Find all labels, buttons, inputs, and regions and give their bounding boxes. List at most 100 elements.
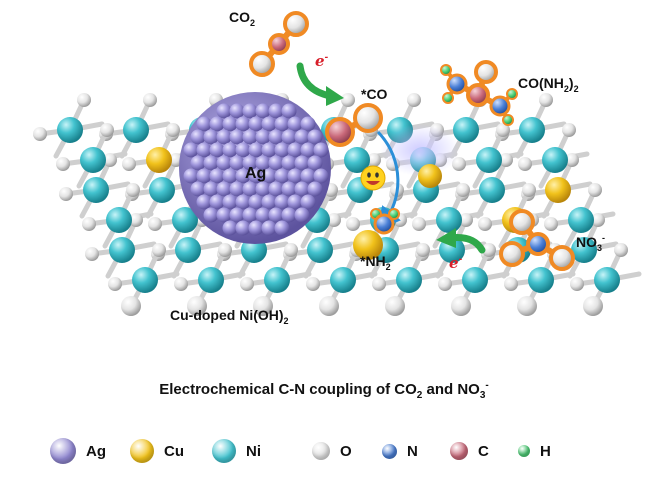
ag-atom: [248, 194, 264, 210]
ag-atom: [203, 129, 219, 145]
ag-atom: [300, 116, 316, 132]
ni-atom: [109, 237, 135, 263]
ag-atom: [235, 220, 251, 236]
oxygen-atom: [284, 243, 298, 257]
ag-atom: [287, 168, 303, 184]
ni-atom: [149, 177, 175, 203]
oxygen-atom: [100, 123, 114, 137]
legend-swatch-cu: [130, 439, 154, 463]
legend-label-ni: Ni: [246, 442, 261, 460]
cu-site-right: [418, 164, 442, 188]
ag-atom: [300, 194, 316, 210]
oxygen-atom: [496, 123, 510, 137]
ag-atom: [216, 103, 232, 119]
oxygen-atom: [122, 157, 136, 171]
legend-swatch-o: [312, 442, 330, 460]
ag-atom: [196, 168, 212, 184]
support-label: Cu-doped Ni(OH)2: [170, 307, 289, 326]
ag-atom: [294, 155, 310, 171]
ag-atom: [229, 181, 245, 197]
oxygen-atom: [59, 187, 73, 201]
ag-atom: [229, 207, 245, 223]
ag-atom: [281, 181, 297, 197]
ag-atom: [261, 194, 277, 210]
ag-atom: [222, 194, 238, 210]
ag-atom: [190, 155, 206, 171]
nitrate-molecule: [499, 209, 575, 271]
ag-nanoparticle: [179, 92, 331, 244]
ni-atom: [123, 117, 149, 143]
oxygen-atom: [367, 153, 381, 167]
ag-atom: [268, 181, 284, 197]
ni-atom: [462, 267, 488, 293]
ag-atom: [248, 116, 264, 132]
legend-label-n: N: [407, 442, 418, 460]
ag-atom: [222, 168, 238, 184]
ag-atom: [255, 181, 271, 197]
legend-swatch-h: [518, 445, 530, 457]
ag-atom: [216, 207, 232, 223]
oxygen-atom: [346, 217, 360, 231]
urea-molecule: [440, 60, 518, 126]
ag-atom: [183, 142, 199, 158]
oxygen-atom: [456, 183, 470, 197]
oxygen-atom: [372, 277, 386, 291]
ni-atom: [175, 237, 201, 263]
oxygen-atom: [565, 153, 579, 167]
co2-molecule: [249, 11, 309, 77]
ag-atom: [307, 129, 323, 145]
oxygen-atom: [218, 243, 232, 257]
ag-atom: [196, 194, 212, 210]
ag-atom: [281, 207, 297, 223]
ag-atom: [300, 142, 316, 158]
ag-atom: [274, 116, 290, 132]
reaction-glow: [380, 124, 460, 176]
oxygen-atom: [85, 247, 99, 261]
co2-label: CO2: [229, 9, 255, 28]
electron-label-bottom: e-: [449, 254, 463, 272]
ag-atom: [255, 207, 271, 223]
ag-atom: [307, 181, 323, 197]
oxygen-atom: [82, 217, 96, 231]
electron-label-top: e-: [315, 52, 329, 70]
ag-atom: [287, 142, 303, 158]
oxygen-atom: [152, 243, 166, 257]
nh2-adsorbed-label: *NH2: [360, 253, 391, 272]
ag-atom: [203, 155, 219, 171]
ag-atom: [248, 142, 264, 158]
ni-atom: [568, 207, 594, 233]
ni-atom: [396, 267, 422, 293]
ag-atom: [196, 116, 212, 132]
smiling-face-icon: [360, 165, 386, 191]
oxygen-atom: [77, 93, 91, 107]
ag-atom: [190, 181, 206, 197]
ni-atom: [528, 267, 554, 293]
nitrate-label: NO3-: [576, 233, 605, 253]
oxygen-atom: [517, 296, 537, 316]
ag-atom: [235, 194, 251, 210]
oxygen-atom: [103, 153, 117, 167]
ag-atom: [242, 181, 258, 197]
ni-atom: [594, 267, 620, 293]
oxygen-atom: [459, 213, 473, 227]
ni-atom: [57, 117, 83, 143]
legend-label-h: H: [540, 442, 551, 460]
ag-atom: [242, 103, 258, 119]
oxygen-atom: [478, 217, 492, 231]
ag-atom: [274, 142, 290, 158]
oxygen-atom: [56, 157, 70, 171]
ag-atom: [274, 220, 290, 236]
ag-atom: [183, 168, 199, 184]
legend-item-n: N: [382, 434, 418, 468]
ag-atom: [274, 194, 290, 210]
oxygen-atom: [570, 277, 584, 291]
legend-item-ag: Ag: [50, 434, 106, 468]
ag-atom: [261, 142, 277, 158]
oxygen-atom: [129, 213, 143, 227]
oxygen-atom: [522, 183, 536, 197]
ag-atom: [261, 116, 277, 132]
oxygen-atom: [306, 277, 320, 291]
ag-atom: [209, 116, 225, 132]
ag-label: Ag: [245, 165, 266, 182]
ag-atom: [242, 155, 258, 171]
